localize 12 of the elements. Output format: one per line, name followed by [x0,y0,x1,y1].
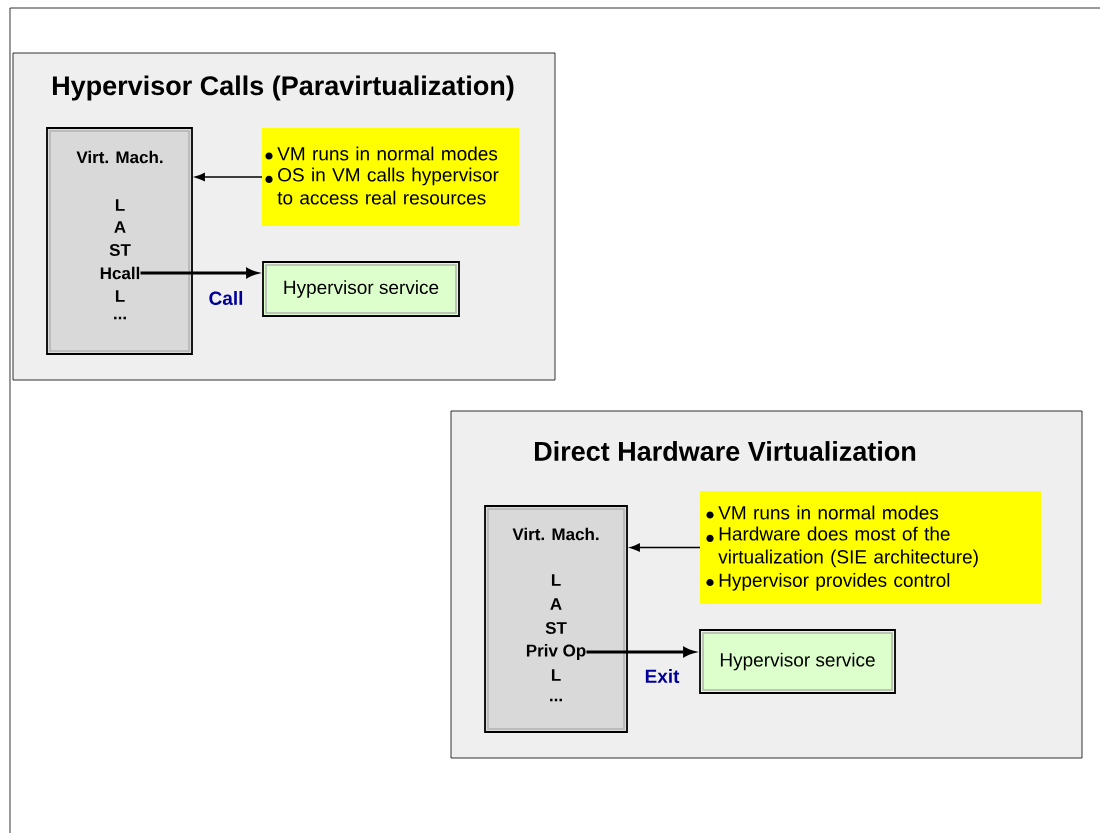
service-box: Hypervisor service [699,629,896,694]
note-box: VM runs in normal modes OS in VM calls hypervisor to access real resources [262,128,519,226]
edge-label: Call [207,290,245,306]
panel-title: Direct Hardware Virtualization [535,441,916,461]
virtual-machine-box: Virt. Mach. L A ST Hcall L ... [46,127,193,355]
edge-label: Exit [643,668,681,684]
note-box: VM runs in normal modes Hardware does most of the virtualization (SIE architecture) Hypervisor provides control [700,491,1041,604]
panel-title: Hypervisor Calls (Paravirtualization) [53,75,514,101]
virtual-machine-box: Virt. Mach. L A ST Priv Op L ... [484,505,628,733]
arrow [629,543,701,552]
service-box: Hypervisor service [262,261,460,317]
arrow [194,173,263,181]
